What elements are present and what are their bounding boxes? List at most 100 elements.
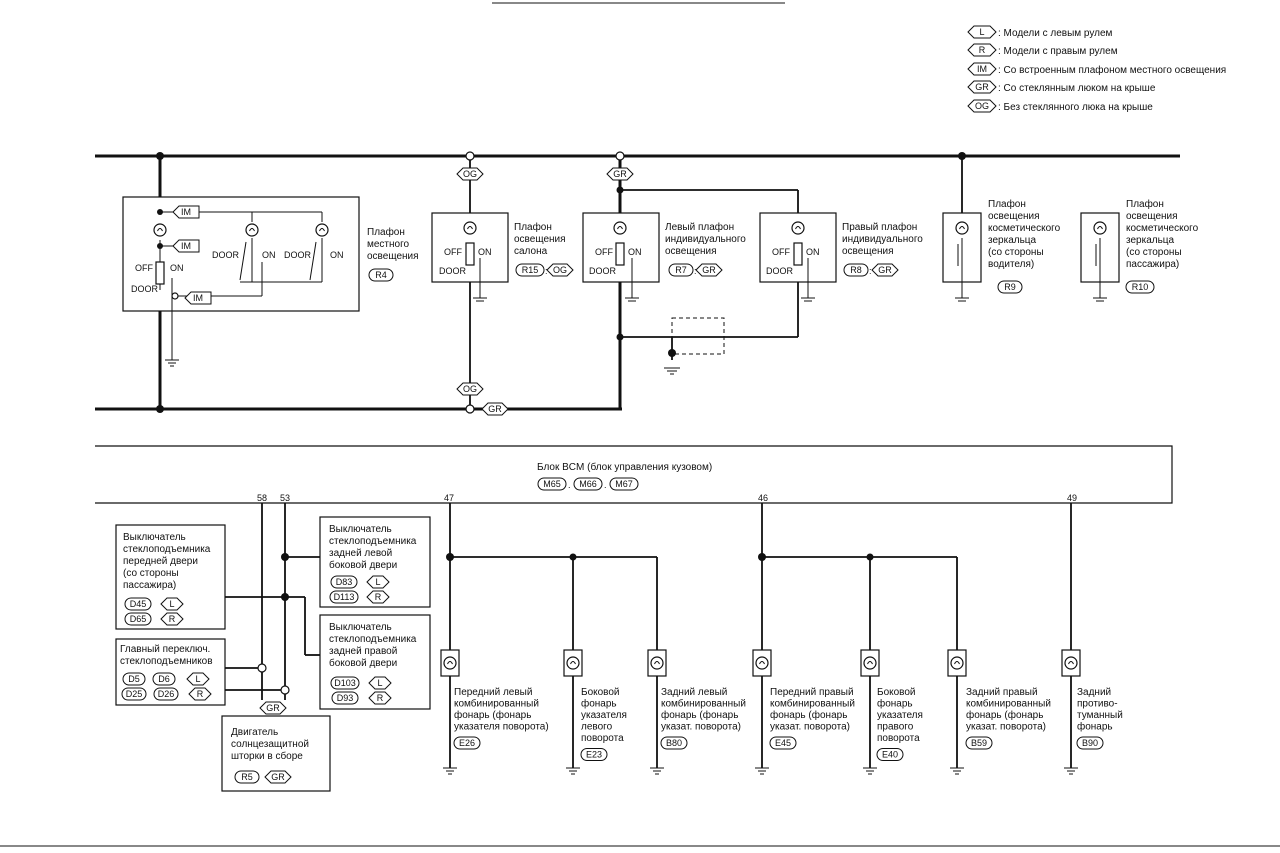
tag-text: L: [377, 678, 382, 688]
bulb-filament: [467, 226, 473, 230]
tag-text: R10: [1132, 282, 1149, 292]
bulb-glass: [613, 221, 627, 235]
bulb-filament: [617, 226, 623, 230]
junction-dot: [281, 593, 289, 601]
bulb-filament: [759, 661, 765, 665]
output-label-line: фонарь (фонарь: [661, 709, 738, 721]
junction-dot: [758, 553, 766, 561]
door-label: DOOR: [766, 266, 794, 276]
main-conn-d26: D26: [153, 687, 179, 701]
front-pass-frame: [115, 524, 226, 630]
tag-text: R7: [675, 265, 687, 275]
door-label: DOOR: [131, 284, 159, 294]
window-switch-wiring: GR: [225, 503, 320, 715]
output-label-line: комбинированный: [454, 698, 539, 710]
tag-text: OG: [463, 384, 477, 394]
tag-outline: [456, 167, 484, 181]
output-label-line: фонарь (фонарь: [966, 709, 1043, 721]
tag-outline: [546, 263, 574, 277]
label-line: Выключатель: [329, 622, 392, 633]
spot-lamp-connector: R4: [368, 268, 394, 282]
tag-text: GR: [488, 404, 502, 414]
output-label-line: Боковой: [581, 687, 620, 698]
label-line: салона: [514, 246, 548, 257]
connector-outline: [329, 590, 359, 604]
tag-outline: [160, 597, 184, 611]
bcm-conn-2: M66: [573, 477, 603, 491]
on-label: ON: [478, 247, 492, 257]
output-label-line: противо-: [1077, 699, 1118, 710]
output-label-line: фонарь (фонарь: [770, 709, 847, 721]
output-label-line: поворота: [877, 733, 920, 744]
tag-outline: [695, 263, 723, 277]
rear-left-conn-2: D113: [329, 590, 359, 604]
connector-outline: [152, 672, 176, 686]
separator: :: [869, 266, 872, 276]
label-line: (со стороны: [123, 568, 179, 579]
connector-outline: [537, 477, 567, 491]
room-lamp-og-tag: OG: [546, 263, 574, 277]
bcm-block: Блок BCM (блок управления кузовом) M65 .…: [95, 445, 1173, 504]
connector-outline: [965, 736, 993, 750]
label-line: зеркальца: [1126, 235, 1175, 246]
pin-49: 49: [1067, 493, 1077, 503]
main-tag-r: R: [188, 687, 212, 701]
output-label-line: Боковой: [877, 687, 916, 698]
door-label: DOOR: [284, 250, 312, 260]
bulb-icon: [755, 656, 769, 670]
output-connector: B90: [1082, 738, 1098, 748]
output-label-line: фонарь: [877, 698, 913, 710]
label-line: Главный переключ.: [120, 644, 210, 655]
bulb-glass: [245, 223, 259, 237]
bulb-glass: [315, 223, 329, 237]
connector-outline: [330, 676, 360, 690]
separator: :: [694, 266, 697, 276]
connector-outline: [609, 477, 639, 491]
connector-outline: [843, 263, 869, 277]
main-switch-box: Главный переключ.стеклоподъемников D5 D6…: [115, 638, 226, 706]
label-line: Левый плафон: [665, 221, 734, 233]
connector-outline: [660, 736, 688, 750]
tag-text: IM: [181, 207, 191, 217]
left-personal-lamp-connector: R7: [668, 263, 694, 277]
bulb-icon: [650, 656, 664, 670]
front-pass-conn-1: D45: [124, 597, 152, 611]
tag-outline: [368, 691, 392, 705]
connector-outline: [331, 691, 359, 705]
connector-outline: [124, 597, 152, 611]
connector-ring: [465, 404, 475, 414]
output-label-line: указат. поворота): [661, 722, 741, 733]
bulb-icon: [1093, 221, 1107, 235]
vanity-driver-label: Плафоносвещениякосметическогозеркальца(с…: [988, 198, 1061, 270]
rear-left-conn-1: D83: [330, 575, 358, 589]
connector-outline: [153, 687, 179, 701]
label-line: пассажира): [123, 580, 176, 591]
tag-text: D6: [158, 674, 170, 684]
label-line: Двигатель: [231, 727, 278, 738]
tag-outline: [188, 687, 212, 701]
output-label-line: Передний левый: [454, 687, 532, 698]
tag-text: D83: [336, 577, 353, 587]
label-line: стеклоподъемника: [329, 634, 417, 645]
legend-text-im: : Со встроенным плафоном местного освеще…: [998, 64, 1226, 76]
tag-outline: [160, 612, 184, 626]
connector-outline: [124, 612, 152, 626]
tag-text: IM: [181, 241, 191, 251]
separator: .: [568, 480, 571, 490]
bulb-filament: [1097, 226, 1103, 230]
bulb-filament: [249, 228, 255, 232]
junction-dot: [446, 553, 454, 561]
on-label: ON: [806, 247, 820, 257]
on-label: ON: [330, 250, 344, 260]
output-label-line: указателя: [581, 710, 627, 721]
tag-text: L: [979, 27, 984, 37]
tag-text: L: [169, 599, 174, 609]
pin-58: 58: [257, 493, 267, 503]
junction-dot: [157, 209, 163, 215]
